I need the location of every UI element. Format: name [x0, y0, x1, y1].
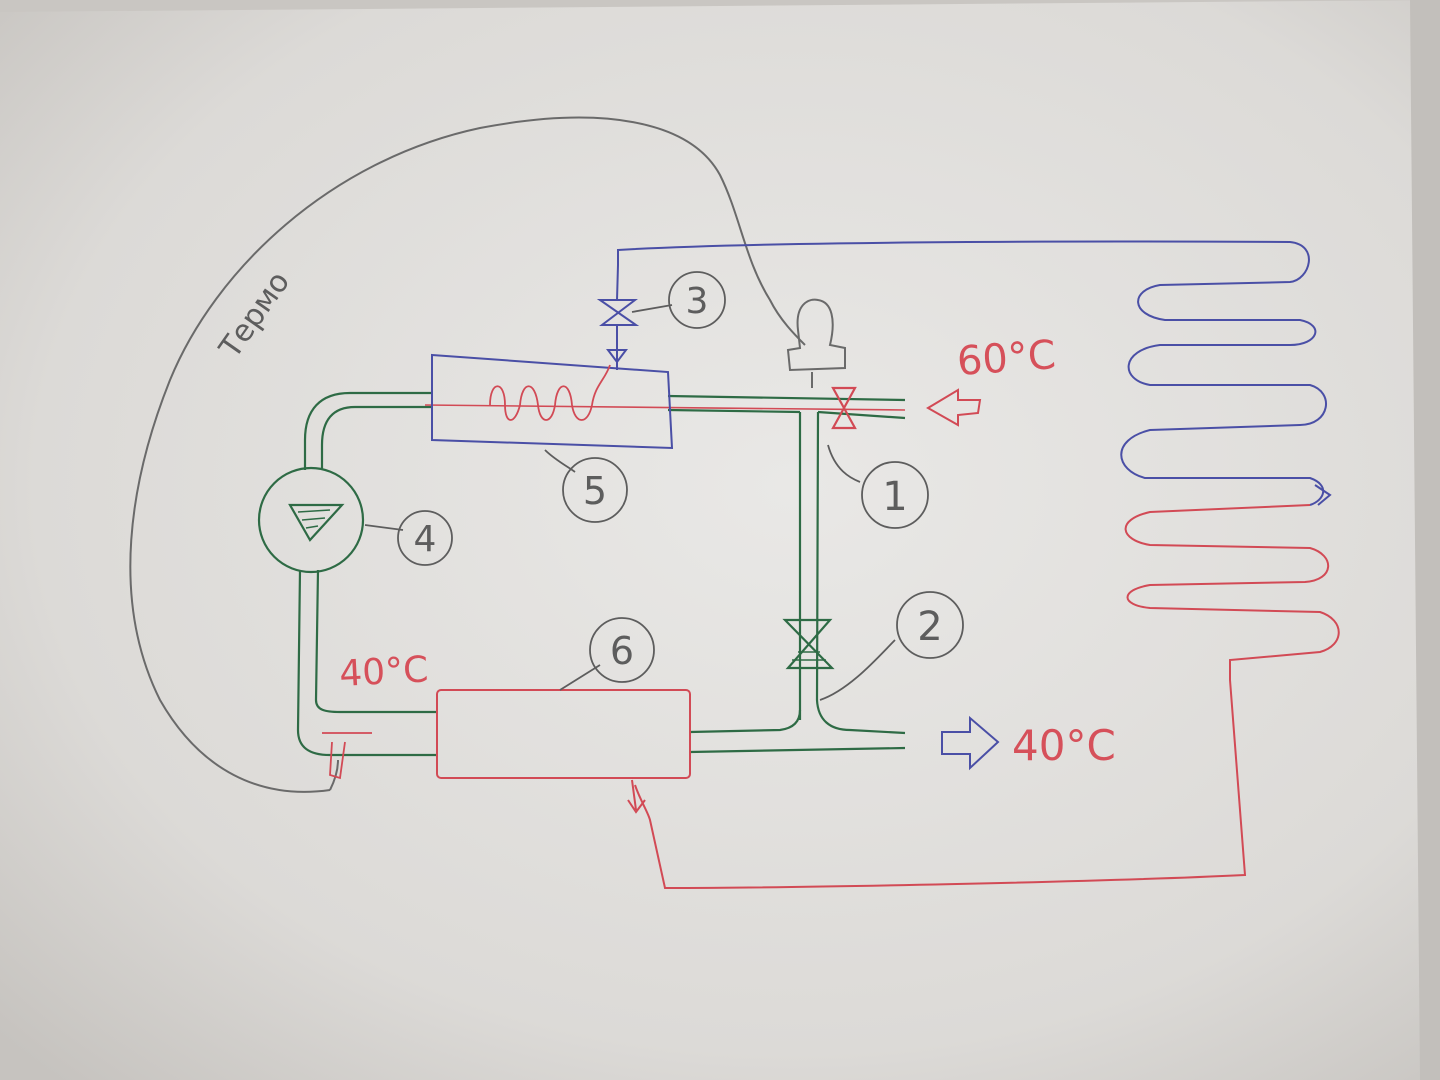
leader-line-6: [559, 664, 601, 691]
pump-triangle-icon: [288, 503, 345, 542]
hx5-coil: [489, 364, 611, 421]
pump-4: [257, 466, 365, 574]
label-3: 3: [668, 271, 726, 329]
label-1: 1: [861, 461, 929, 529]
hot-inlet-arrow-icon: [926, 388, 982, 427]
radiator-coil-red: [634, 504, 1340, 890]
thermo-bulb-tail: [329, 759, 339, 791]
cold-temp-label-left: 40°C: [338, 649, 429, 695]
valve3-down-arrow-icon: [606, 349, 628, 364]
leader-line-4: [364, 524, 404, 531]
radiator-coil-blue: [617, 240, 1327, 506]
cold-temp-label-right: 40°C: [1012, 721, 1116, 770]
valve-3-icon: [596, 299, 640, 326]
radiator-coil-red-tick: [1314, 484, 1332, 506]
label-6: 6: [589, 617, 655, 683]
label-2: 2: [896, 591, 964, 659]
leader-line-2: [819, 639, 896, 701]
label-5: 5: [562, 457, 628, 523]
svg-text:2: 2: [917, 604, 942, 650]
svg-text:3: 3: [686, 281, 709, 322]
green-circuit: [296, 391, 906, 757]
leader-line-3: [631, 304, 673, 313]
leader-line-5: [544, 449, 576, 473]
thermo-capillary-line: [129, 116, 806, 793]
thermo-head-icon: [786, 298, 846, 388]
svg-text:6: 6: [610, 629, 634, 673]
svg-text:4: 4: [414, 519, 437, 560]
tank-sensor-icon: [322, 732, 372, 780]
svg-text:5: 5: [583, 469, 607, 513]
valve-2-icon: [782, 618, 835, 670]
cold-outlet-arrow-icon: [941, 715, 1000, 771]
leader-line-1: [827, 444, 861, 483]
svg-text:1: 1: [882, 474, 907, 520]
hot-temp-label: 60°C: [955, 332, 1057, 385]
tank-6: [436, 689, 691, 779]
heat-exchanger-5: [431, 353, 674, 450]
tank-outlet-arrow-icon: [627, 779, 646, 814]
paper-edge-shadow: [1410, 0, 1440, 1080]
valve-1-icon: [831, 386, 857, 430]
label-4: 4: [397, 510, 453, 566]
